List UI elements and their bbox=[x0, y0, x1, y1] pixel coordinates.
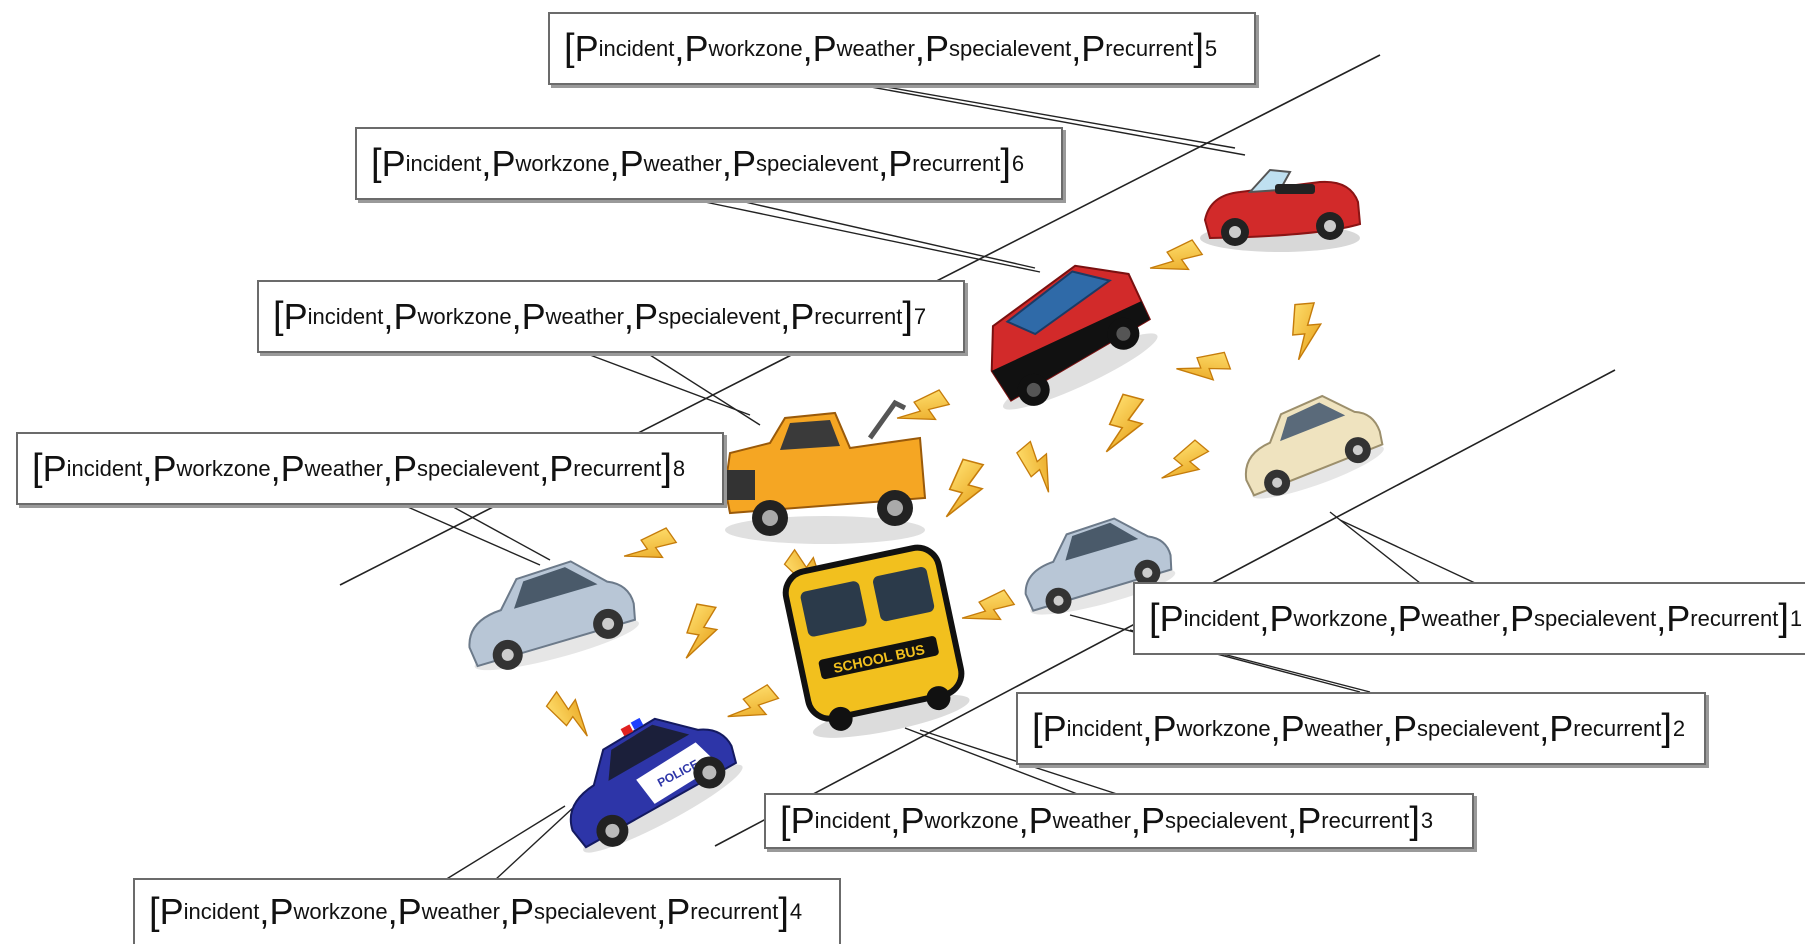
lightning-bolt-icon bbox=[959, 585, 1018, 638]
lightning-bolt-icon bbox=[941, 457, 989, 525]
lightning-bolt-icon bbox=[681, 602, 722, 664]
red-hatchback bbox=[990, 264, 1158, 410]
lightning-bolt-icon bbox=[724, 680, 782, 735]
lightning-bolt-icon bbox=[1101, 392, 1149, 460]
lightning-bolt-icon bbox=[621, 523, 680, 576]
lightning-bolt-icon bbox=[1012, 438, 1067, 496]
lightning-bolt-icon bbox=[1147, 235, 1206, 288]
lightning-bolt-icon bbox=[894, 385, 953, 438]
police-car: POLICE bbox=[569, 717, 743, 853]
lightning-bolt-icon bbox=[1174, 347, 1233, 392]
lightning-bolt-icon bbox=[1158, 436, 1213, 494]
tow-truck bbox=[723, 399, 927, 544]
school-bus: SCHOOL BUS bbox=[782, 544, 970, 738]
lightning-bolt-icon bbox=[1289, 301, 1325, 361]
red-convertible bbox=[1200, 168, 1362, 252]
grey-sedan-right bbox=[1024, 517, 1176, 615]
grey-sedan-left bbox=[468, 560, 639, 671]
lightning-bolt-icon bbox=[543, 687, 602, 740]
beige-sedan bbox=[1244, 394, 1384, 499]
